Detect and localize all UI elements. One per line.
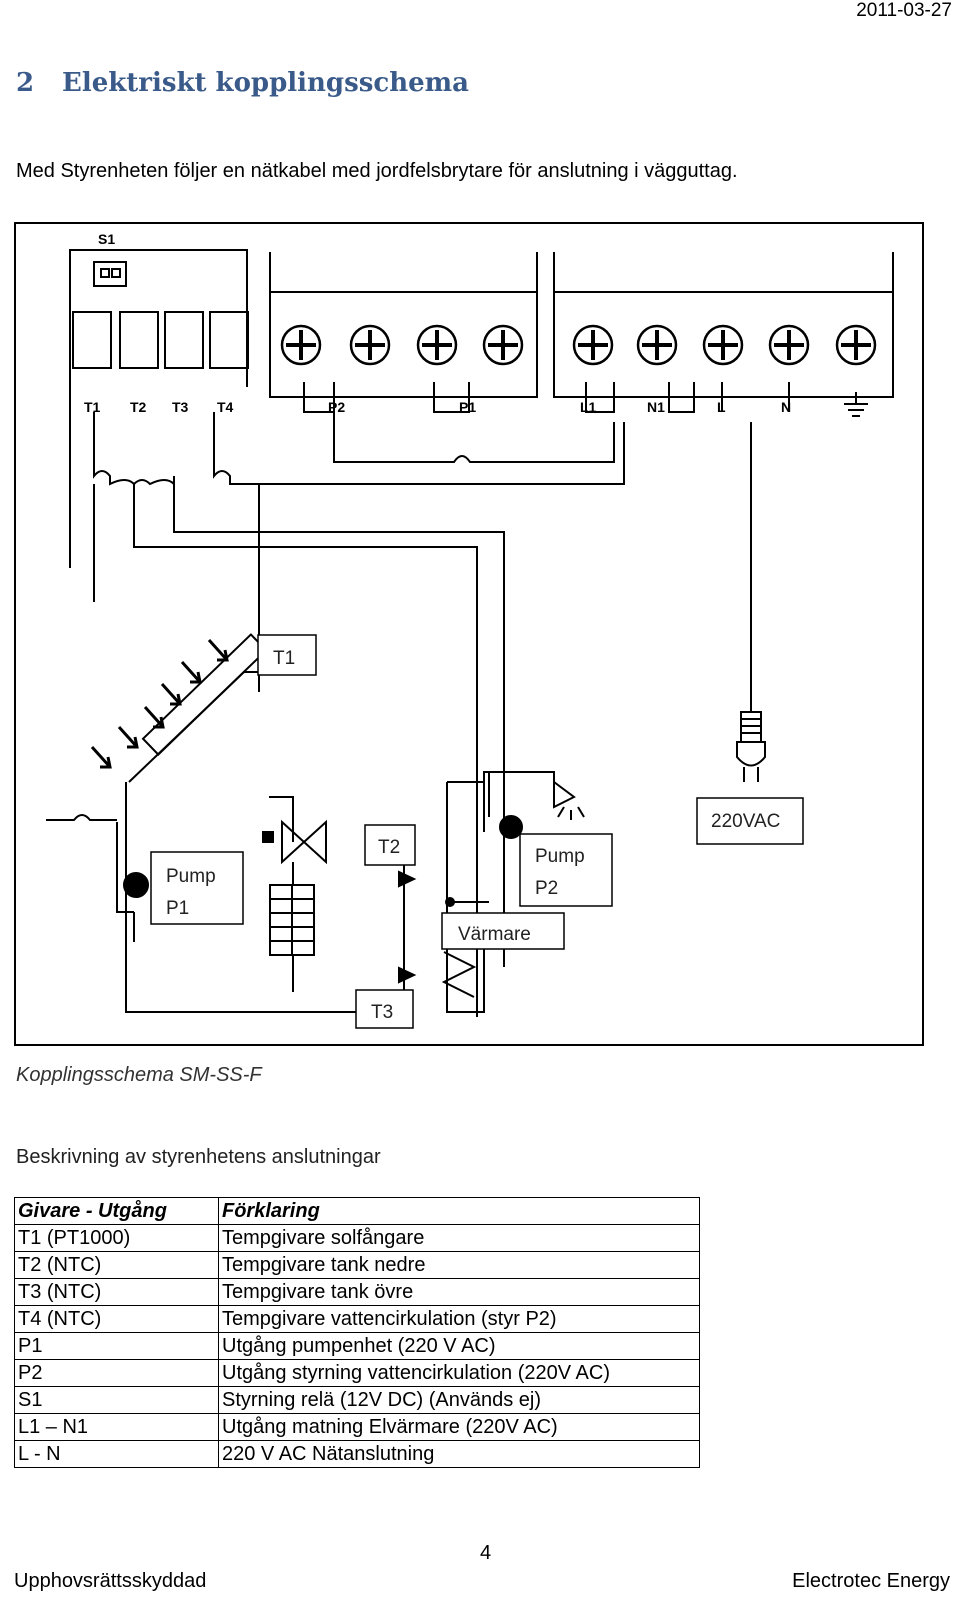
footer-company: Electrotec Energy xyxy=(792,1570,950,1592)
table-row: T4 (NTC) Tempgivare vattencirkulation (s… xyxy=(14,1305,700,1333)
table-cell-sensor: T2 (NTC) xyxy=(14,1251,219,1279)
table-cell-sensor: P1 xyxy=(14,1332,219,1360)
table-cell-sensor: T3 (NTC) xyxy=(14,1278,219,1306)
section-number: 2 xyxy=(16,68,35,98)
table-cell-sensor: T4 (NTC) xyxy=(14,1305,219,1333)
terminal-label-p1: P1 xyxy=(459,399,476,415)
table-row: L1 – N1 Utgång matning Elvärmare (220V A… xyxy=(14,1413,700,1441)
table-row: P1 Utgång pumpenhet (220 V AC) xyxy=(14,1332,700,1360)
terminal-label-s1: S1 xyxy=(98,231,115,247)
callout-power-box xyxy=(696,797,804,845)
table-row: L - N 220 V AC Nätanslutning xyxy=(14,1440,700,1468)
terminal-label-n: N xyxy=(781,399,791,415)
terminal-label-p2: P2 xyxy=(328,399,345,415)
table-row: T2 (NTC) Tempgivare tank nedre xyxy=(14,1251,700,1279)
terminal-label-t1: T1 xyxy=(84,399,101,415)
terminal-label-n1: N1 xyxy=(647,399,665,415)
section-title: Elektriskt kopplingsschema xyxy=(62,68,470,98)
table-cell-explanation: 220 V AC Nätanslutning xyxy=(218,1440,700,1468)
table-cell-sensor: L - N xyxy=(14,1440,219,1468)
terminal-label-t3: T3 xyxy=(172,399,189,415)
diagram-caption: Kopplingsschema SM-SS-F xyxy=(16,1064,262,1086)
table-cell-sensor: L1 – N1 xyxy=(14,1413,219,1441)
callout-pump-p1-box xyxy=(150,851,244,925)
table-row: T3 (NTC) Tempgivare tank övre xyxy=(14,1278,700,1306)
table-cell-explanation: Tempgivare vattencirkulation (styr P2) xyxy=(218,1305,700,1333)
table-cell-explanation: Utgång pumpenhet (220 V AC) xyxy=(218,1332,700,1360)
table-header-row: Givare - Utgång Förklaring xyxy=(14,1197,700,1225)
table-row: S1 Styrning relä (12V DC) (Används ej) xyxy=(14,1386,700,1414)
document-date: 2011-03-27 xyxy=(856,0,952,21)
callout-t3-box xyxy=(355,989,414,1029)
callout-pump-p1-line1: Pump xyxy=(166,866,216,887)
table-cell-sensor: P2 xyxy=(14,1359,219,1387)
callout-pump-p2-line2: P2 xyxy=(535,878,558,899)
callout-pump-p2-box xyxy=(519,833,613,907)
callout-t3: T3 xyxy=(371,1002,393,1023)
intro-paragraph: Med Styrenheten följer en nätkabel med j… xyxy=(16,160,738,182)
wiring-diagram: S1 T1 T2 T3 T4 P2 P1 L1 N1 L N T1 Pump P… xyxy=(14,222,924,1046)
callout-pump-p1-line2: P1 xyxy=(166,898,189,919)
table-cell-explanation: Tempgivare tank övre xyxy=(218,1278,700,1306)
terminal-label-t2: T2 xyxy=(130,399,147,415)
table-cell-explanation: Tempgivare solfångare xyxy=(218,1224,700,1252)
table-cell-sensor: T1 (PT1000) xyxy=(14,1224,219,1252)
page-number: 4 xyxy=(480,1542,492,1564)
footer-copyright: Upphovsrättsskyddad xyxy=(14,1570,207,1592)
table-cell-explanation: Utgång matning Elvärmare (220V AC) xyxy=(218,1413,700,1441)
callout-t2: T2 xyxy=(378,837,400,858)
terminal-label-l: L xyxy=(717,399,726,415)
callout-heater-box xyxy=(441,912,565,950)
table-cell-explanation: Styrning relä (12V DC) (Används ej) xyxy=(218,1386,700,1414)
table-header-sensor: Givare - Utgång xyxy=(14,1197,219,1225)
callout-heater: Värmare xyxy=(458,924,531,945)
table-cell-explanation: Utgång styrning vattencirkulation (220V … xyxy=(218,1359,700,1387)
table-header-explanation: Förklaring xyxy=(218,1197,700,1225)
callout-t2-box xyxy=(364,824,416,866)
table-row: T1 (PT1000) Tempgivare solfångare xyxy=(14,1224,700,1252)
callout-t1-box xyxy=(257,634,317,676)
callout-t1: T1 xyxy=(273,648,295,669)
section-heading: 2 Elektriskt kopplingsschema xyxy=(16,68,469,98)
table-row: P2 Utgång styrning vattencirkulation (22… xyxy=(14,1359,700,1387)
terminal-label-l1: L1 xyxy=(580,399,597,415)
terminal-label-t4: T4 xyxy=(217,399,234,415)
connections-table: Givare - Utgång Förklaring T1 (PT1000) T… xyxy=(14,1197,700,1468)
callout-power: 220VAC xyxy=(711,811,780,832)
callout-pump-p2-line1: Pump xyxy=(535,846,585,867)
connections-description: Beskrivning av styrenhetens anslutningar xyxy=(16,1146,381,1168)
table-cell-sensor: S1 xyxy=(14,1386,219,1414)
table-cell-explanation: Tempgivare tank nedre xyxy=(218,1251,700,1279)
